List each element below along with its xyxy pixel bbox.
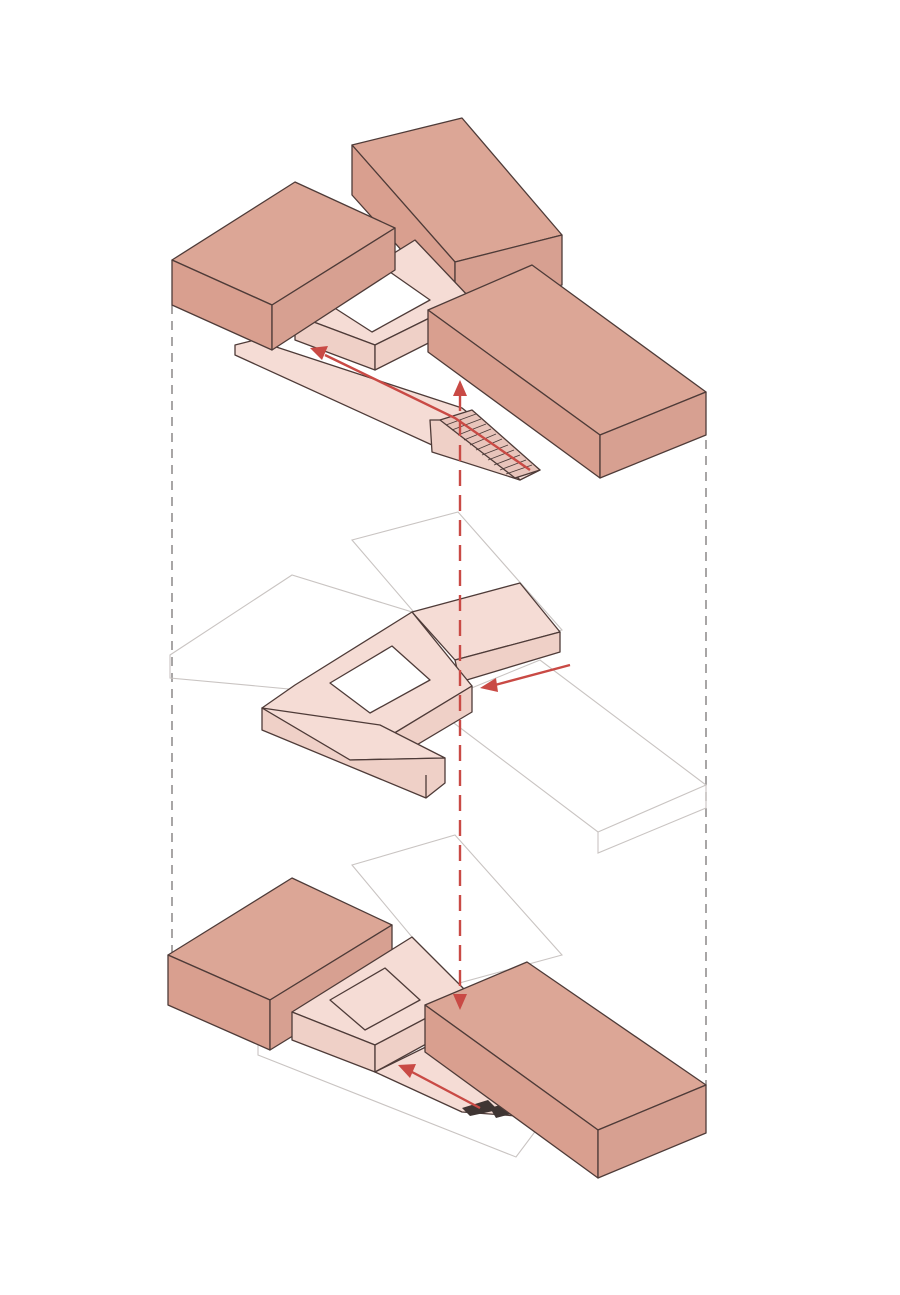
arrow-lower-entry — [411, 1070, 481, 1110]
middle-courtyard-void — [329, 645, 431, 714]
middle-arm-side — [261, 707, 446, 799]
arrow-upper-ramp — [324, 353, 531, 471]
upper-level — [171, 117, 707, 481]
flow-arrows — [310, 346, 571, 1110]
arrow-vertical-head-up — [453, 380, 467, 396]
alignment-lines — [171, 305, 707, 1085]
arrow-middle-entry — [494, 663, 571, 687]
arrow-lower-entry-head — [398, 1064, 416, 1078]
lower-level — [167, 834, 707, 1179]
arrow-middle-entry-head — [480, 678, 498, 692]
arrow-upper-ramp-head — [310, 346, 328, 360]
lower-block-right-side — [597, 1084, 707, 1179]
lower-courtyard-inner — [329, 967, 421, 1031]
upper-block-right-side — [599, 391, 707, 479]
upper-block-left-side — [271, 227, 396, 351]
arrow-vertical-head-down — [453, 994, 467, 1010]
ghost-slab-right-front — [597, 785, 707, 854]
middle-level — [169, 511, 708, 854]
